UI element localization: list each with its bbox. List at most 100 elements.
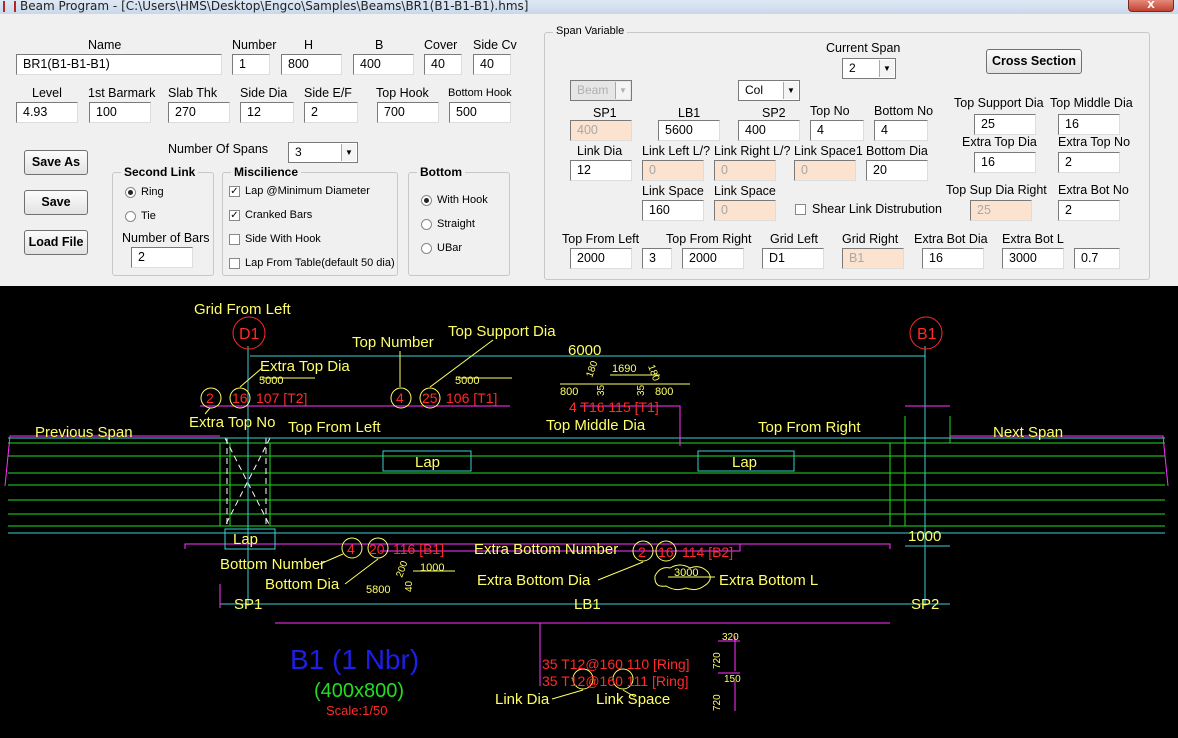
top-support-dia-input[interactable]: 25 xyxy=(974,114,1036,135)
dim-5000-left: 5000 xyxy=(259,375,283,387)
top-from-right-input[interactable]: 2000 xyxy=(682,248,744,269)
dim-320: 320 xyxy=(722,632,739,643)
extra-bot-l-input[interactable]: 3000 xyxy=(1002,248,1064,269)
link-left-label: Link Left L/? xyxy=(642,144,711,158)
side-dia-input[interactable]: 12 xyxy=(240,102,294,123)
dim-720-2: 720 xyxy=(712,694,723,711)
lap-min-dia-checkbox[interactable]: ✓ xyxy=(229,186,240,197)
top-bar-callouts xyxy=(200,339,715,700)
load-file-button[interactable]: Load File xyxy=(24,230,88,255)
ubar-label: UBar xyxy=(437,242,463,254)
first-barmark-input[interactable]: 100 xyxy=(89,102,151,123)
extra-top-no-input[interactable]: 2 xyxy=(1058,152,1120,173)
lb1-input[interactable]: 5600 xyxy=(658,120,720,141)
right-support-type-value: Col xyxy=(745,83,764,97)
b-input[interactable]: 400 xyxy=(353,54,414,75)
grid-left-text: D1 xyxy=(239,326,260,343)
lap-from-table-label: Lap From Table(default 50 dia) xyxy=(245,257,395,269)
shear-link-checkbox[interactable] xyxy=(795,204,806,215)
bottom-no-label: Bottom No xyxy=(874,104,934,118)
left-support-type-select[interactable]: Beam▼ xyxy=(570,80,632,101)
current-span-label: Current Span xyxy=(826,41,901,55)
level-input[interactable]: 4.93 xyxy=(16,102,78,123)
chevron-down-icon[interactable]: ▼ xyxy=(783,82,798,99)
second-link-group: Second Link Ring Tie Number of Bars 2 xyxy=(112,165,214,276)
bottom-no-input[interactable]: 4 xyxy=(874,120,928,141)
grid-right-input[interactable]: B1 xyxy=(842,248,904,269)
side-ef-input[interactable]: 2 xyxy=(304,102,358,123)
h-input[interactable]: 800 xyxy=(281,54,342,75)
ring-radio[interactable] xyxy=(125,187,136,198)
bottom-hook-label: Bottom Hook xyxy=(448,87,512,99)
side-with-hook-checkbox[interactable] xyxy=(229,234,240,245)
cover-input[interactable]: 40 xyxy=(424,54,462,75)
chevron-down-icon[interactable]: ▼ xyxy=(879,60,894,77)
extra-top-dia-label: Extra Top Dia xyxy=(962,135,1037,149)
lap-label-3: Lap xyxy=(233,531,258,548)
dim-35-right: 35 xyxy=(636,384,647,396)
top-middle-dia-label: Top Middle Dia xyxy=(546,417,646,434)
lap-from-table-checkbox[interactable] xyxy=(229,258,240,269)
top-no-input[interactable]: 4 xyxy=(810,120,864,141)
chevron-down-icon[interactable]: ▼ xyxy=(341,144,356,161)
beam-size: (400x800) xyxy=(314,680,404,702)
top-from-left-n-input[interactable]: 3 xyxy=(642,248,672,269)
lap-boxes xyxy=(224,450,795,550)
h-label: H xyxy=(304,38,314,52)
link-space-label: Link Space xyxy=(642,184,704,198)
tie-radio[interactable] xyxy=(125,211,136,222)
bottom-dia-label: Bottom Dia xyxy=(866,144,928,158)
sp2-input[interactable]: 400 xyxy=(738,120,800,141)
extra-bot-l-factor-input[interactable]: 0.7 xyxy=(1074,248,1120,269)
dim-800-right: 800 xyxy=(655,386,673,398)
bar-t1-mark: 106 [T1] xyxy=(446,390,497,406)
top-from-left-input[interactable]: 2000 xyxy=(570,248,632,269)
grid-left-input[interactable]: D1 xyxy=(762,248,824,269)
number-input[interactable]: 1 xyxy=(232,54,270,75)
name-input[interactable]: BR1(B1-B1-B1) xyxy=(16,54,222,75)
cranked-bars-checkbox[interactable]: ✓ xyxy=(229,210,240,221)
link-space-input[interactable]: 160 xyxy=(642,200,704,221)
tie-label: Tie xyxy=(141,210,156,222)
bottom-hook-input[interactable]: 500 xyxy=(449,102,511,123)
extra-bot-dia-input[interactable]: 16 xyxy=(922,248,984,269)
link-space1-input[interactable]: 0 xyxy=(794,160,856,181)
beam-drawing-canvas[interactable]: D1 B1 Grid From Left Top Number Top Supp… xyxy=(0,286,1178,738)
slab-thk-input[interactable]: 270 xyxy=(168,102,230,123)
top-hook-input[interactable]: 700 xyxy=(377,102,439,123)
link-left-input[interactable]: 0 xyxy=(642,160,704,181)
extra-bottom-l-label: Extra Bottom L xyxy=(719,572,818,589)
top-middle-dia-input[interactable]: 16 xyxy=(1058,114,1120,135)
side-ef-label: Side E/F xyxy=(304,86,352,100)
sp1-input[interactable]: 400 xyxy=(570,120,632,141)
extra-top-dia-input[interactable]: 16 xyxy=(974,152,1036,173)
extra-bot-no-input[interactable]: 2 xyxy=(1058,200,1120,221)
number-of-bars-input[interactable]: 2 xyxy=(131,247,193,268)
bar-b2-dia: 16 xyxy=(658,544,674,560)
right-support-type-select[interactable]: Col ▼ xyxy=(738,80,800,101)
lb1-dim-label: LB1 xyxy=(574,596,601,613)
dim-5800: 5800 xyxy=(366,584,390,596)
current-span-select[interactable]: 2▼ xyxy=(842,58,896,79)
top-sup-dia-right-label: Top Sup Dia Right xyxy=(946,183,1047,197)
ubar-radio[interactable] xyxy=(421,243,432,254)
bar-b1-mark: 116 [B1] xyxy=(393,541,444,557)
link-space-b-input[interactable]: 0 xyxy=(714,200,776,221)
bottom-dia-input[interactable]: 20 xyxy=(866,160,928,181)
with-hook-radio[interactable] xyxy=(421,195,432,206)
number-of-spans-select[interactable]: 3▼ xyxy=(288,142,358,163)
link-right-input[interactable]: 0 xyxy=(714,160,776,181)
grid-right-bubble xyxy=(909,316,943,350)
straight-radio[interactable] xyxy=(421,219,432,230)
save-button[interactable]: Save xyxy=(24,190,88,215)
close-button[interactable]: X xyxy=(1128,0,1174,12)
link-dia-input[interactable]: 12 xyxy=(570,160,632,181)
side-cv-input[interactable]: 40 xyxy=(473,54,511,75)
cover-label: Cover xyxy=(424,38,458,52)
top-sup-dia-right-input[interactable]: 25 xyxy=(970,200,1032,221)
top-from-right-label: Top From Right xyxy=(758,419,861,436)
top-support-dia-label: Top Support Dia xyxy=(448,323,556,340)
dim-3000: 3000 xyxy=(674,567,698,579)
cross-section-button[interactable]: Cross Section xyxy=(986,49,1082,74)
save-as-button[interactable]: Save As xyxy=(24,150,88,175)
